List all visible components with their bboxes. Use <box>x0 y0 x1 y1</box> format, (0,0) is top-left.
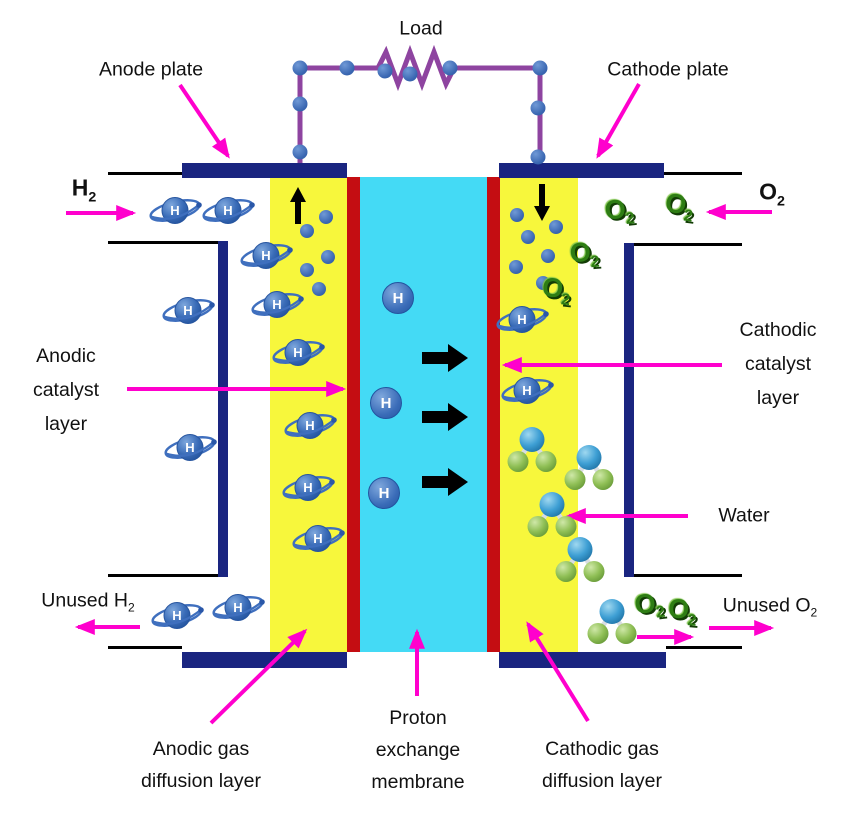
wire-electron-icon <box>292 60 308 76</box>
cathode-channel-rib <box>624 243 634 577</box>
cathode-plate-label: Cathode plate <box>607 58 729 81</box>
anodic-catalyst-layer <box>347 177 360 652</box>
water-molecule-icon <box>584 598 640 655</box>
svg-text:H: H <box>170 203 179 218</box>
o2-inlet-label-sub: 2 <box>776 193 785 210</box>
cathodic-gdl-label: Cathodic gas diffusion layer <box>542 738 662 792</box>
cathodic-gas-diffusion-layer <box>500 177 578 652</box>
anode-bottom-plate <box>182 652 347 668</box>
hydrogen-atom-icon: H <box>163 429 217 472</box>
water-label: Water <box>718 504 770 527</box>
h2-inlet-label: H2 <box>72 175 97 206</box>
anode-channel-wall <box>108 646 182 649</box>
cathode-bottom-plate <box>499 652 666 668</box>
svg-text:H: H <box>223 203 232 218</box>
anode-plate-label: Anode plate <box>98 58 204 81</box>
unused-o2-label: Unused O2 <box>722 594 818 620</box>
svg-text:H: H <box>185 440 194 455</box>
oxygen-molecule-icon: O2 <box>603 193 635 228</box>
circuit-wire-and-resistor <box>297 44 543 163</box>
proton-exchange-membrane <box>360 177 487 652</box>
anode-channel-wall <box>108 172 182 175</box>
wire-electron-icon <box>442 60 458 76</box>
hydrogen-atom-icon: H <box>150 597 204 640</box>
anodic-gas-diffusion-layer <box>270 177 347 652</box>
load-label: Load <box>399 17 443 40</box>
h2-inlet-label-sub: 2 <box>88 189 97 206</box>
wire-electron-icon <box>530 100 546 116</box>
svg-text:H: H <box>183 303 192 318</box>
pem-label: Proton exchange membrane <box>371 707 465 793</box>
oxygen-molecule-icon: O2 <box>663 187 694 226</box>
svg-text:H: H <box>233 600 242 615</box>
hydrogen-atom-icon: H <box>148 192 202 235</box>
oxygen-molecule-icon: O2 <box>632 587 666 622</box>
wire-electron-icon <box>532 60 548 76</box>
o2-inlet-label-text: O <box>759 178 777 205</box>
anodic-gdl-label: Anodic gas diffusion layer <box>141 738 261 792</box>
anode-plate <box>182 163 347 178</box>
cathodic-catalyst-layer <box>487 177 500 652</box>
unused-h2-label: Unused H2 <box>41 589 135 615</box>
cathode-channel-wall <box>666 646 742 649</box>
wire-electron-icon <box>292 144 308 160</box>
anode-channel-rib <box>218 241 228 577</box>
oxygen-molecule-icon: O2 <box>667 593 697 630</box>
cathode-plate <box>499 163 664 178</box>
wire-electron-icon <box>339 60 355 76</box>
anode-channel-wall <box>108 574 218 577</box>
anode-plate-pointer-arrow <box>178 83 230 159</box>
hydrogen-atom-icon: H <box>211 589 265 632</box>
anodic-catalyst-label: Anodic catalyst layer <box>32 345 100 435</box>
wire-electron-icon <box>292 96 308 112</box>
o2-inlet-label: O2 <box>759 179 785 210</box>
cathode-channel-wall <box>624 243 742 246</box>
cathode-plate-pointer-arrow <box>596 83 641 159</box>
wire-electron-icon <box>377 63 393 79</box>
anode-channel-wall <box>108 241 228 244</box>
cathode-channel-wall <box>633 574 742 577</box>
cathodic-catalyst-label: Cathodic catalyst layer <box>739 319 817 409</box>
wire-electron-icon <box>402 66 418 82</box>
hydrogen-atom-icon: H <box>201 192 255 235</box>
h2-inlet-label-text: H <box>71 174 89 201</box>
svg-text:H: H <box>172 608 181 623</box>
hydrogen-atom-icon: H <box>161 292 215 335</box>
cathode-channel-wall <box>664 172 742 175</box>
